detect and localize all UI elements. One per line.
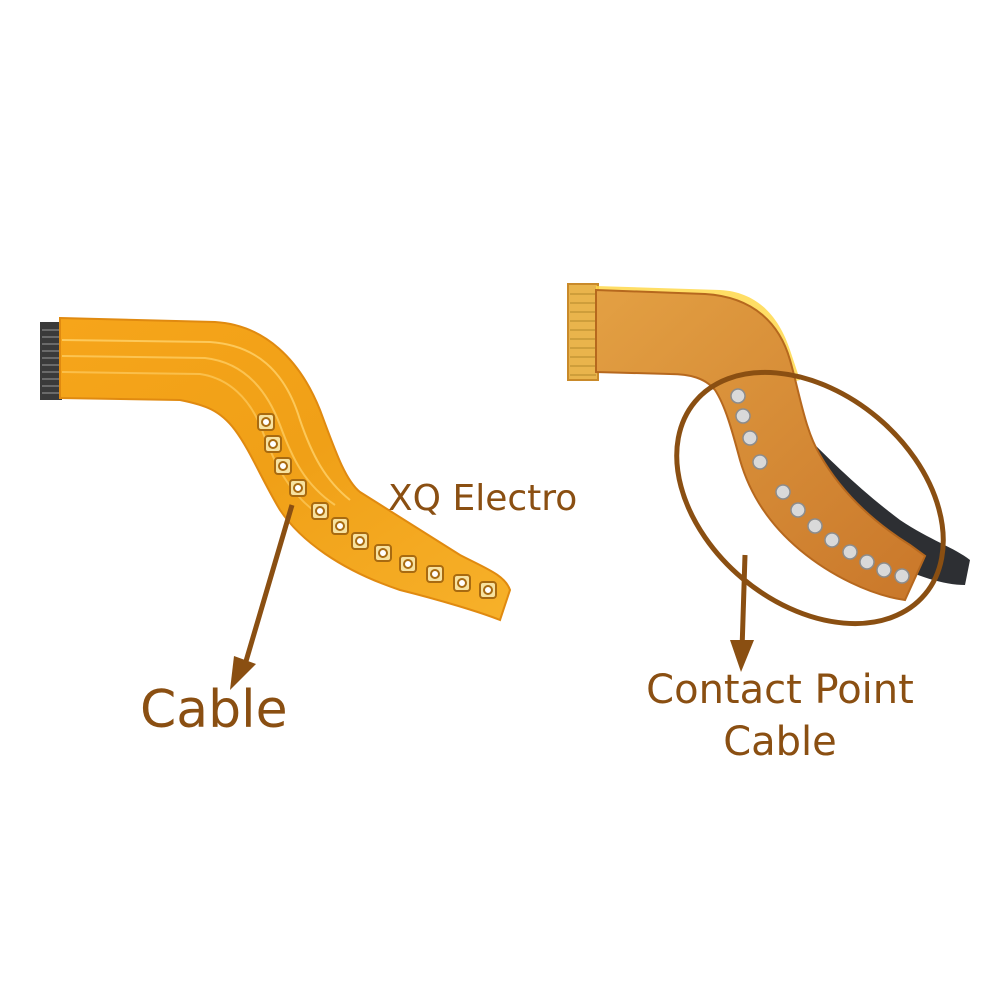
left-pointer-arrow — [230, 504, 295, 690]
contact-point-label-line2: Cable — [723, 719, 837, 765]
left-connector — [40, 322, 62, 400]
watermark-text: XQ Electro — [388, 478, 578, 519]
left-flex-cable — [40, 316, 512, 622]
right-flex-cable — [567, 283, 970, 627]
right-pointer-arrow — [730, 554, 754, 672]
right-connector — [567, 283, 599, 381]
contact-point-label-line1: Contact Point — [646, 667, 914, 713]
contact-point-cable-label: Contact Point Cable — [600, 664, 960, 768]
cable-label: Cable — [140, 680, 288, 740]
